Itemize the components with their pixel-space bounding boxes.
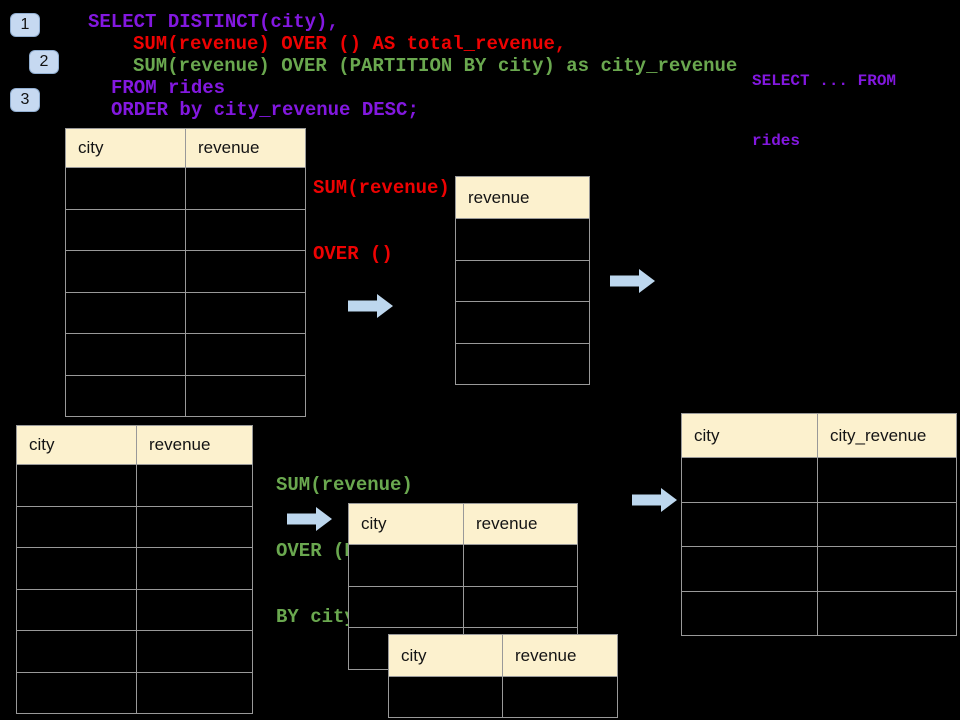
empty-cell [186,375,305,416]
empty-cell [66,168,185,209]
annotation-line: OVER () [313,243,393,265]
column-header-city: city [682,414,817,457]
right-arrow-icon [287,506,333,532]
step-badge-3: 3 [10,88,40,112]
side-note-select-from-rides: SELECT ... FROM rides [752,31,896,191]
empty-cell [137,672,252,713]
empty-cell [186,251,305,292]
sql-line-from: FROM rides [111,77,226,99]
right-arrow-icon [348,293,394,319]
empty-cell [186,168,305,209]
empty-cell [818,591,956,635]
empty-cell [137,506,252,547]
right-arrow-icon [632,487,678,513]
empty-cell [456,219,589,260]
empty-cell [682,458,817,502]
empty-cell [349,545,463,586]
empty-cell [17,631,136,672]
empty-cell [186,209,305,250]
column-header-revenue: revenue [137,426,252,464]
column-header-city_revenue: city_revenue [818,414,956,457]
empty-cell [17,506,136,547]
empty-cell [389,677,502,717]
empty-cell [17,465,136,506]
empty-cell [464,586,577,627]
column-header-city: city [17,426,136,464]
table-total-result: revenue [455,176,590,385]
column-header-city: city [349,504,463,544]
step-badge-1: 1 [10,13,40,37]
column-header-revenue: revenue [186,129,305,167]
empty-cell [349,586,463,627]
empty-cell [17,589,136,630]
empty-cell [66,334,185,375]
empty-cell [66,292,185,333]
annotation-line: SUM(revenue) [313,177,450,199]
empty-cell [503,677,617,717]
column-header-revenue: revenue [456,177,589,218]
empty-cell [137,631,252,672]
annotation-total-revenue: SUM(revenue) OVER () [313,133,450,309]
empty-cell [66,209,185,250]
annotation-line: SUM(revenue) [276,474,413,496]
sql-line-city-revenue: SUM(revenue) OVER (PARTITION BY city) as… [133,55,738,77]
empty-cell [682,547,817,591]
empty-cell [456,302,589,343]
empty-cell [137,589,252,630]
empty-cell [66,375,185,416]
empty-cell [682,502,817,546]
empty-cell [186,292,305,333]
empty-cell [137,465,252,506]
empty-cell [186,334,305,375]
empty-cell [456,260,589,301]
empty-cell [818,502,956,546]
sql-line-total-revenue: SUM(revenue) OVER () AS total_revenue, [133,33,567,55]
sql-line-select: SELECT DISTINCT(city), [88,11,339,33]
empty-cell [818,458,956,502]
empty-cell [17,548,136,589]
column-header-city: city [389,635,502,676]
step-badge-2: 2 [29,50,59,74]
empty-cell [464,545,577,586]
empty-cell [682,591,817,635]
empty-cell [818,547,956,591]
sql-line-order-by: ORDER by city_revenue DESC; [111,99,419,121]
column-header-revenue: revenue [503,635,617,676]
empty-cell [137,548,252,589]
empty-cell [456,343,589,384]
empty-cell [66,251,185,292]
side-note-line: rides [752,132,801,150]
column-header-revenue: revenue [464,504,577,544]
right-arrow-icon [610,268,656,294]
side-note-line: SELECT ... FROM [752,72,897,90]
column-header-city: city [66,129,185,167]
empty-cell [17,672,136,713]
